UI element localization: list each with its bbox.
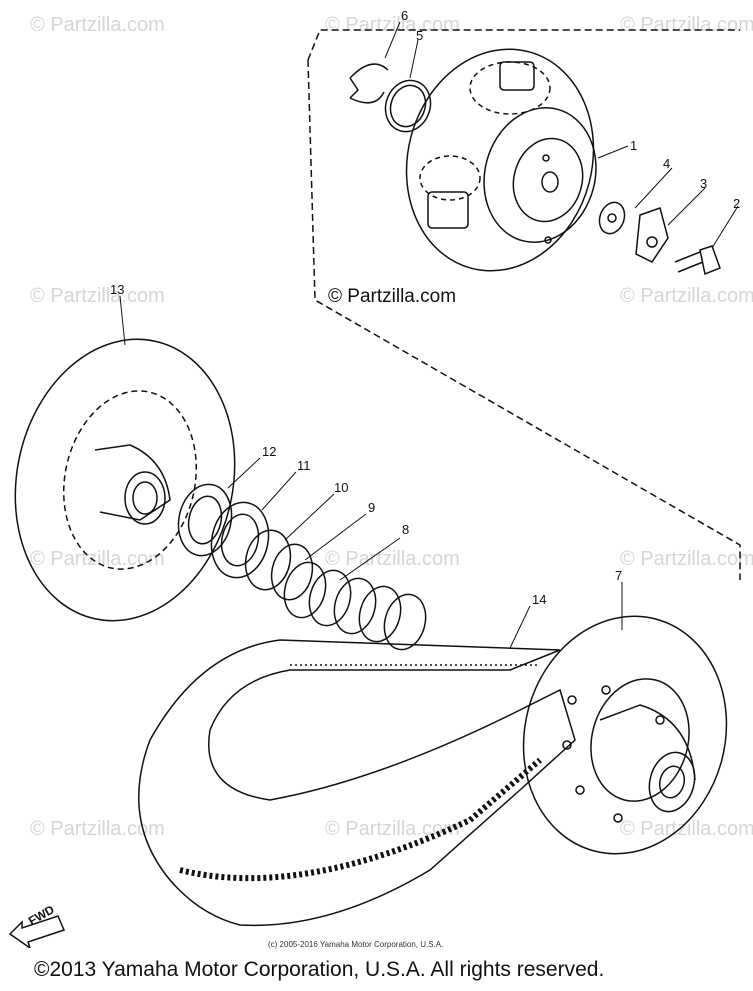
part-3-lock-plate <box>635 207 669 263</box>
watermark: © Partzilla.com <box>620 818 753 840</box>
watermark: © Partzilla.com <box>620 548 753 570</box>
part-14-vbelt <box>138 639 576 927</box>
small-copyright: (c) 2005-2016 Yamaha Motor Corporation, … <box>268 940 444 949</box>
copyright-notice: ©2013 Yamaha Motor Corporation, U.S.A. A… <box>34 958 605 981</box>
part-4-washer <box>598 201 626 235</box>
callout-14: 14 <box>532 592 547 607</box>
callout-1: 1 <box>630 138 638 153</box>
callout-8: 8 <box>402 522 410 537</box>
callout-10: 10 <box>334 480 349 495</box>
callout-9: 9 <box>368 500 376 515</box>
callout-3: 3 <box>700 176 708 191</box>
part-2-bolt <box>674 245 721 276</box>
part-1-secondary-sheave <box>405 48 597 272</box>
part-5-circlip <box>384 79 432 133</box>
callout-4: 4 <box>663 156 671 171</box>
part-10-collar <box>244 529 292 591</box>
callout-5: 5 <box>416 28 424 43</box>
watermark: © Partzilla.com <box>30 818 165 840</box>
callout-11: 11 <box>297 458 311 473</box>
callout-2: 2 <box>733 196 741 211</box>
watermark: © Partzilla.com <box>325 548 460 570</box>
forward-arrow-icon <box>8 915 66 948</box>
watermark: © Partzilla.com <box>325 818 460 840</box>
callout-6: 6 <box>401 8 409 23</box>
inset-watermark: © Partzilla.com <box>328 286 457 307</box>
watermark: © Partzilla.com <box>30 14 165 36</box>
callout-7: 7 <box>615 568 623 583</box>
part-13-sheave-disk <box>14 338 236 622</box>
inset-frame <box>307 29 741 580</box>
leader-lines <box>119 21 739 649</box>
callout-12: 12 <box>262 444 277 459</box>
part-9-seat <box>270 543 314 601</box>
watermark: © Partzilla.com <box>620 285 753 307</box>
part-11-cam <box>210 501 270 579</box>
part-12-bearing <box>177 483 233 557</box>
callout-13: 13 <box>110 282 125 297</box>
watermark: © Partzilla.com <box>30 285 165 307</box>
watermark: © Partzilla.com <box>30 548 165 570</box>
part-8-spring <box>283 561 427 651</box>
part-6-ring <box>349 63 389 104</box>
part-7-sheave <box>522 615 728 855</box>
